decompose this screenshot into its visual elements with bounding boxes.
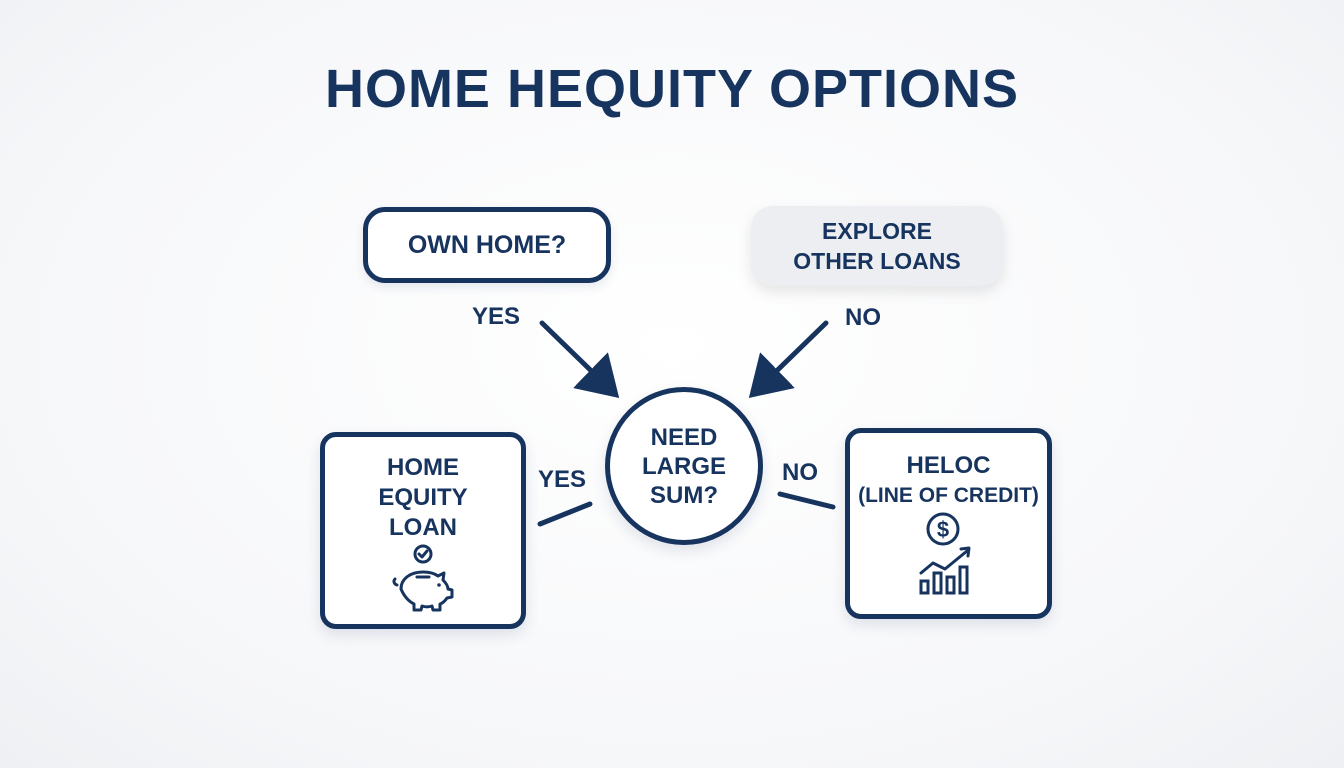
home-equity-loan-box: HOME EQUITY LOAN <box>320 432 526 629</box>
hel-line1: HOME <box>387 454 459 481</box>
heloc-line1: HELOC <box>906 452 991 479</box>
own-home-question-box: OWN HOME? <box>363 207 611 283</box>
decision-line3: SUM? <box>650 481 718 509</box>
page-title: HOME HEQUITY OPTIONS <box>324 59 1020 119</box>
dollar-growth-chart-icon: $ <box>919 512 970 595</box>
edge-label-yes-top: YES <box>472 303 521 330</box>
explore-label-line2: OTHER LOANS <box>793 248 961 274</box>
heloc-box: HELOC (LINE OF CREDIT) $ <box>845 428 1052 619</box>
hel-line2: EQUITY <box>378 484 468 511</box>
arrow-no-to-decision <box>748 320 829 398</box>
own-home-label: OWN HOME? <box>407 230 567 259</box>
edge-label-yes-mid: YES <box>538 466 587 493</box>
arrow-yes-to-decision <box>539 320 620 398</box>
decision-line2: LARGE <box>642 452 726 480</box>
line-decision-to-heloc <box>777 491 836 510</box>
hel-line3: LOAN <box>389 514 457 541</box>
need-large-sum-decision: NEED LARGE SUM? <box>605 387 763 545</box>
svg-text:$: $ <box>936 517 948 542</box>
piggy-bank-check-icon <box>392 544 454 612</box>
explore-label-line1: EXPLORE <box>822 218 932 244</box>
explore-other-loans-box: EXPLORE OTHER LOANS <box>751 206 1003 286</box>
edge-label-no-mid: NO <box>782 459 818 486</box>
heloc-line2: (LINE OF CREDIT) <box>858 484 1039 507</box>
line-decision-to-home-equity <box>537 501 593 527</box>
decision-line1: NEED <box>650 423 718 451</box>
edge-label-no-top: NO <box>845 304 881 331</box>
